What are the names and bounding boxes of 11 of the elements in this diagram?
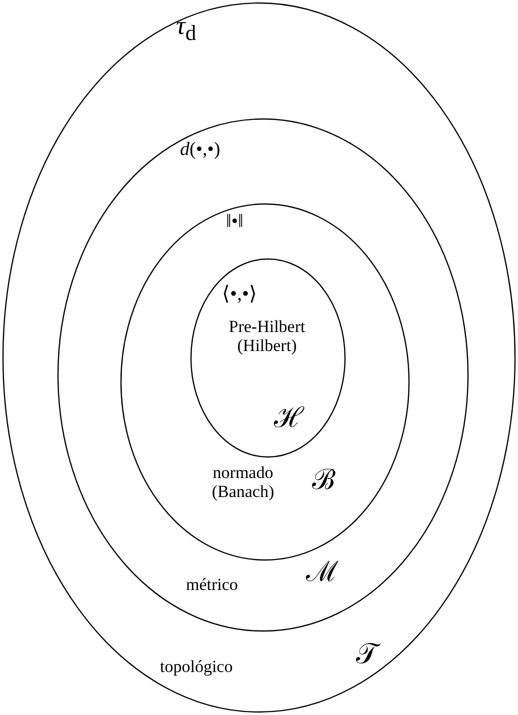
space-letter: ℬ — [312, 466, 335, 497]
space-name: métrico — [186, 576, 238, 595]
space-letter: ℳ — [306, 558, 338, 589]
symbol-label: d(•,•) — [180, 140, 220, 161]
symbol-label: τ$_{d}$ — [176, 12, 196, 46]
space-letter: ℋ — [274, 404, 304, 435]
space-name: topológico — [160, 658, 233, 677]
space-name: normado (Banach) — [210, 464, 276, 502]
symbol-label: ‖•‖ — [226, 212, 244, 233]
symbol-label: ⟨•,•⟩ — [222, 283, 258, 305]
space-name: Pre-Hilbert (Hilbert) — [228, 318, 306, 356]
